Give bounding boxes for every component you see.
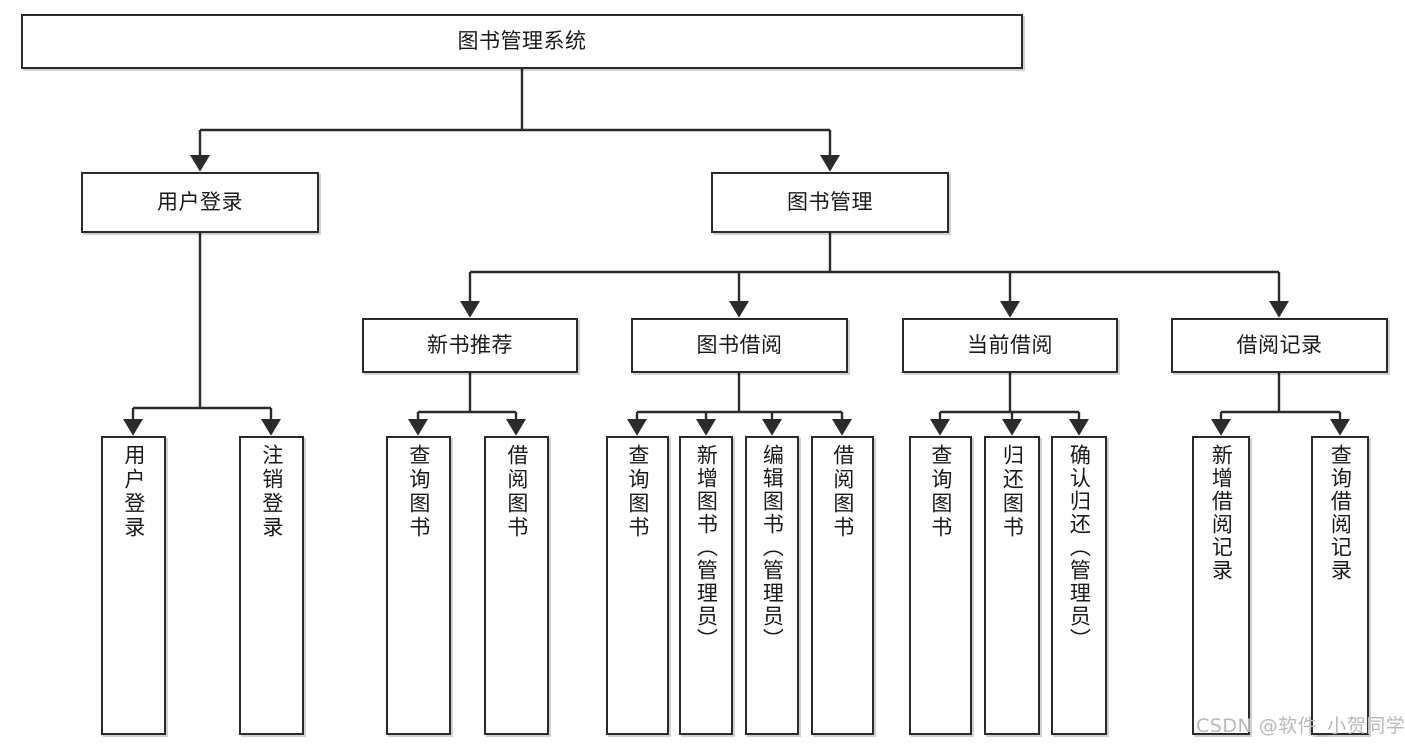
node-leaf-query-book-3[interactable]: 查询图书 xyxy=(909,436,972,735)
node-leaf-add-book-admin[interactable]: 新增图书（管理员） xyxy=(679,436,733,735)
node-root-book-management-system[interactable]: 图书管理系统 xyxy=(21,14,1023,69)
node-label: 新增借阅记录 xyxy=(1209,444,1234,582)
node-leaf-query-book-2[interactable]: 查询图书 xyxy=(606,436,669,735)
node-book-borrow[interactable]: 图书借阅 xyxy=(631,318,848,373)
node-leaf-logout-login[interactable]: 注销登录 xyxy=(239,436,304,735)
node-leaf-borrow-book-1[interactable]: 借阅图书 xyxy=(484,436,549,735)
node-label: 注销登录 xyxy=(259,444,284,540)
node-label: 当前借阅 xyxy=(967,333,1053,358)
node-label: 图书借阅 xyxy=(696,333,783,358)
node-label: 用户登录 xyxy=(121,444,146,540)
node-user-login[interactable]: 用户登录 xyxy=(81,172,319,233)
node-leaf-edit-book-admin[interactable]: 编辑图书（管理员） xyxy=(745,436,799,735)
node-label: 借阅图书 xyxy=(830,444,855,540)
node-label: 归还图书 xyxy=(1000,444,1025,540)
node-label: 确认归还（管理员） xyxy=(1067,444,1092,651)
node-label: 查询图书 xyxy=(406,444,431,540)
node-label: 借阅记录 xyxy=(1236,333,1323,358)
node-leaf-query-borrow-record[interactable]: 查询借阅记录 xyxy=(1311,436,1369,735)
node-label: 图书管理 xyxy=(787,190,873,215)
node-leaf-confirm-return-admin[interactable]: 确认归还（管理员） xyxy=(1051,436,1107,735)
node-leaf-query-book-1[interactable]: 查询图书 xyxy=(386,436,451,735)
node-label: 编辑图书（管理员） xyxy=(760,444,785,651)
node-label: 新书推荐 xyxy=(427,333,513,358)
node-label: 查询图书 xyxy=(928,444,953,540)
node-label: 新增图书（管理员） xyxy=(694,444,719,651)
node-label: 查询图书 xyxy=(625,444,650,540)
node-borrow-record[interactable]: 借阅记录 xyxy=(1171,318,1388,373)
node-label: 用户登录 xyxy=(157,190,243,215)
node-current-borrow[interactable]: 当前借阅 xyxy=(902,318,1118,373)
node-book-management[interactable]: 图书管理 xyxy=(711,172,949,233)
node-leaf-borrow-book-2[interactable]: 借阅图书 xyxy=(811,436,874,735)
node-label: 查询借阅记录 xyxy=(1328,444,1353,582)
node-label: 借阅图书 xyxy=(504,444,529,540)
node-leaf-user-login[interactable]: 用户登录 xyxy=(101,436,166,735)
node-leaf-return-book[interactable]: 归还图书 xyxy=(984,436,1040,735)
csdn-watermark: CSDN @软件_小贺同学 xyxy=(1196,715,1405,737)
node-leaf-add-borrow-record[interactable]: 新增借阅记录 xyxy=(1192,436,1250,735)
node-new-book-recommend[interactable]: 新书推荐 xyxy=(362,318,578,373)
node-label: 图书管理系统 xyxy=(457,29,587,54)
